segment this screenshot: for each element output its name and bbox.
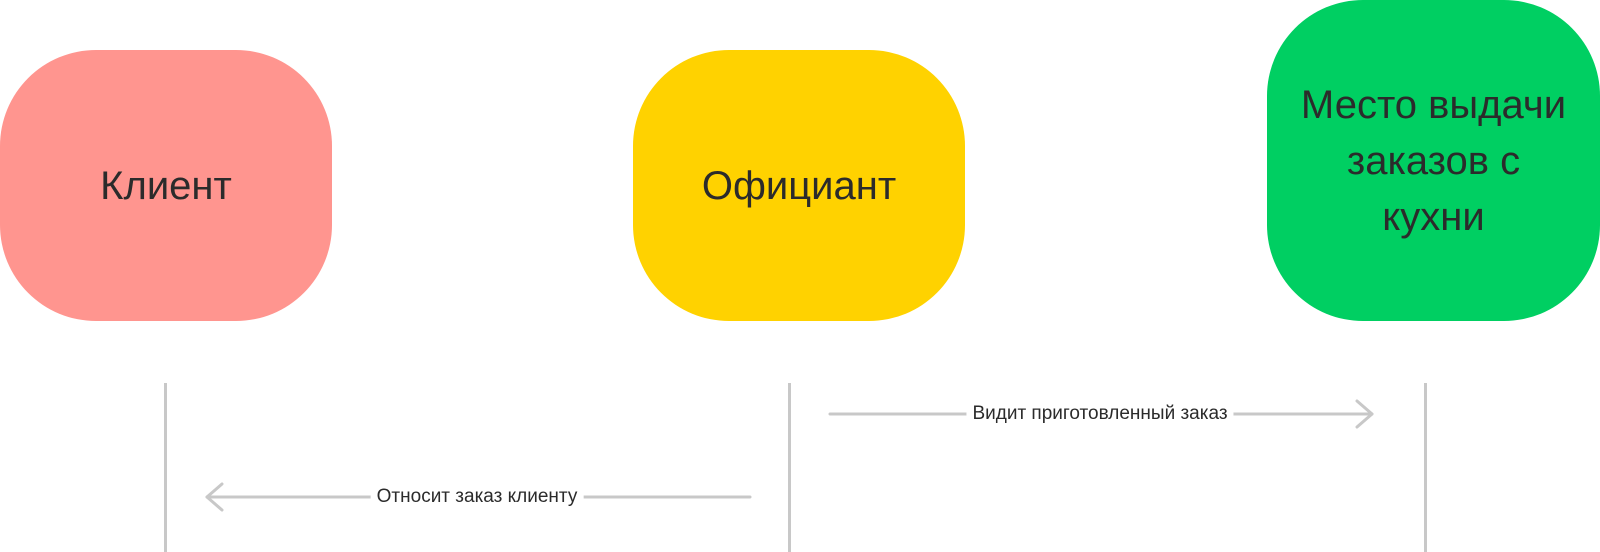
actor-client: Клиент [0, 50, 332, 321]
message-label-2: Относит заказ клиенту [370, 485, 584, 509]
actor-kitchen: Место выдачи заказов с кухни [1267, 0, 1600, 321]
message-label-1: Видит приготовленный заказ [966, 402, 1234, 426]
actor-waiter-label: Официант [701, 163, 897, 208]
actor-kitchen-label: Место выдачи заказов с кухни [1300, 82, 1567, 239]
message-arrow-1-head [1355, 399, 1374, 429]
lifeline-client [164, 383, 167, 552]
message-arrow-2-head [205, 482, 224, 512]
actor-waiter: Официант [633, 50, 965, 321]
lifeline-waiter [788, 383, 791, 552]
actor-client-label: Клиент [100, 163, 232, 208]
lifeline-kitchen [1424, 383, 1427, 552]
